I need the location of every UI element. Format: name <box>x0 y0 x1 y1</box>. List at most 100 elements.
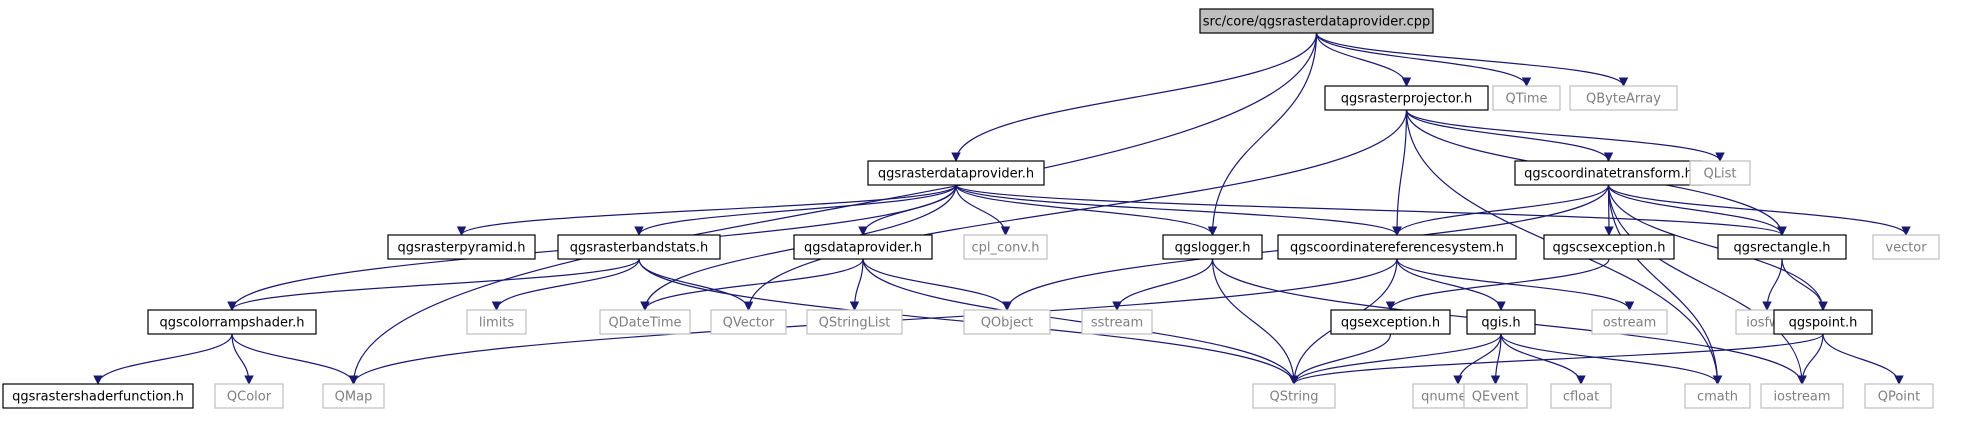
edge-root-to-qmap <box>348 32 1318 385</box>
node-csexc[interactable]: qgscsexception.h <box>1543 234 1675 260</box>
edge-point-to-qstring <box>1289 333 1824 385</box>
node-label-root: src/core/qgsrasterdataprovider.cpp <box>1203 15 1431 30</box>
node-label-iostream: iostream <box>1773 390 1830 405</box>
node-box-crshader <box>147 309 317 335</box>
edge-dataprovider_h-to-logger <box>955 184 1218 236</box>
node-label-cmath: cmath <box>1697 390 1738 405</box>
edge-projector-to-qlist <box>1405 109 1725 162</box>
node-label-csexc: qgscsexception.h <box>1552 241 1665 256</box>
node-box-bandstats <box>557 234 721 260</box>
node-iostream: iostream <box>1760 383 1844 409</box>
nodes-layer: src/core/qgsrasterdataprovider.cpp qgsras… <box>2 8 1940 409</box>
edge-qgis-to-cfloat <box>1500 333 1586 385</box>
node-label-point: qgspoint.h <box>1789 316 1858 331</box>
edge-root-to-qtime <box>1315 32 1532 87</box>
node-crshader[interactable]: qgscolorrampshader.h <box>147 309 317 335</box>
edge-crshader-to-qcolor <box>231 333 254 385</box>
edge-point-to-iostream <box>1797 333 1824 385</box>
node-box-qstringlist <box>806 309 903 335</box>
edge-crshader-to-shaderfn <box>93 333 233 385</box>
edge-coordtrans-to-iostream <box>1607 184 1807 385</box>
node-label-shaderfn: qgsrastershaderfunction.h <box>12 390 184 405</box>
node-qmap: QMap <box>322 383 385 409</box>
node-box-limits <box>466 309 527 335</box>
node-limits: limits <box>466 309 527 335</box>
node-label-qobject: QObject <box>981 316 1034 331</box>
node-box-cfloat <box>1550 383 1612 409</box>
edge-gdataprov-to-qdatetime <box>640 258 864 311</box>
node-label-limits: limits <box>479 316 515 331</box>
edge-coordtrans-to-vector <box>1607 184 1911 236</box>
node-exception[interactable]: qgsexception.h <box>1330 309 1451 335</box>
node-label-qstring: QString <box>1269 390 1318 405</box>
node-dataprovider_h[interactable]: qgsrasterdataprovider.h <box>867 160 1045 186</box>
node-shaderfn[interactable]: qgsrastershaderfunction.h <box>2 383 194 409</box>
edge-qgis-to-cmath <box>1500 333 1723 385</box>
node-label-qlist: QList <box>1704 167 1737 182</box>
node-box-cmath <box>1684 383 1751 409</box>
edge-dataprovider_h-to-gdataprov <box>858 184 957 236</box>
node-qvector: QVector <box>710 309 787 335</box>
node-label-cplconv: cpl_conv.h <box>972 241 1040 256</box>
node-qstringlist: QStringList <box>806 309 903 335</box>
node-box-iostream <box>1760 383 1844 409</box>
edge-coordtrans-to-point <box>1607 184 1828 311</box>
node-label-qstringlist: QStringList <box>819 316 891 331</box>
node-box-qobject <box>963 309 1051 335</box>
edge-dataprovider_h-to-rect <box>955 184 1787 236</box>
node-box-qcolor <box>214 383 284 409</box>
node-box-qstring <box>1252 383 1336 409</box>
node-label-crshader: qgscolorrampshader.h <box>159 316 304 331</box>
node-label-qdatetime: QDateTime <box>608 316 681 331</box>
node-label-ostream: ostream <box>1603 316 1657 331</box>
edge-gdataprov-to-qstring <box>862 258 1299 385</box>
edge-coordtrans-to-crs <box>1392 184 1610 236</box>
node-point[interactable]: qgspoint.h <box>1773 309 1873 335</box>
node-rect[interactable]: qgsrectangle.h <box>1717 234 1847 260</box>
node-logger[interactable]: qgslogger.h <box>1162 234 1263 260</box>
edge-projector-to-coordtrans <box>1405 109 1614 162</box>
node-box-qdatetime <box>599 309 691 335</box>
node-qgis[interactable]: qgis.h <box>1466 309 1536 335</box>
node-vector: vector <box>1872 234 1940 260</box>
edge-root-to-logger <box>1207 32 1318 236</box>
node-box-qmap <box>322 383 385 409</box>
edge-root-to-projector <box>1315 32 1412 87</box>
node-box-qtime <box>1492 85 1561 111</box>
node-coordtrans[interactable]: qgscoordinatetransform.h <box>1514 160 1703 186</box>
edge-dataprovider_h-to-cplconv <box>955 184 1011 236</box>
node-projector[interactable]: qgsrasterprojector.h <box>1324 85 1489 111</box>
node-label-cfloat: cfloat <box>1563 390 1599 405</box>
node-qcolor: QColor <box>214 383 284 409</box>
node-qstring: QString <box>1252 383 1336 409</box>
node-box-ostream <box>1591 309 1668 335</box>
node-box-qlist <box>1689 160 1751 186</box>
node-qpoint: QPoint <box>1864 383 1934 409</box>
node-crs[interactable]: qgscoordinatereferencesystem.h <box>1277 234 1517 260</box>
edge-crs-to-qgis <box>1396 258 1506 311</box>
node-box-rect <box>1717 234 1847 260</box>
node-label-logger: qgslogger.h <box>1175 241 1251 256</box>
edge-coordtrans-to-cmath <box>1607 184 1723 385</box>
node-label-sstream: sstream <box>1091 316 1143 331</box>
edge-bandstats-to-crshader <box>227 258 640 311</box>
edge-dataprovider_h-to-bandstats <box>634 184 957 236</box>
node-root[interactable]: src/core/qgsrasterdataprovider.cpp <box>1199 8 1434 34</box>
node-pyramid[interactable]: qgsrasterpyramid.h <box>387 234 536 260</box>
node-box-logger <box>1162 234 1263 260</box>
edge-coordtrans-to-rect <box>1607 184 1787 236</box>
edge-gdataprov-to-qobject <box>862 258 1012 311</box>
node-qdatetime: QDateTime <box>599 309 691 335</box>
node-cmath: cmath <box>1684 383 1751 409</box>
node-label-qvector: QVector <box>723 316 775 331</box>
edge-bandstats-to-qvector <box>638 258 754 311</box>
node-box-qgis <box>1466 309 1536 335</box>
node-label-dataprovider_h: qgsrasterdataprovider.h <box>878 167 1034 182</box>
node-qlist: QList <box>1689 160 1751 186</box>
node-box-qvector <box>710 309 787 335</box>
edge-logger-to-sstream <box>1112 258 1214 311</box>
node-qevent: QEvent <box>1463 383 1528 409</box>
node-bandstats[interactable]: qgsrasterbandstats.h <box>557 234 721 260</box>
edge-projector-to-qvector <box>743 109 1408 311</box>
node-gdataprov[interactable]: qgsdataprovider.h <box>793 234 933 260</box>
